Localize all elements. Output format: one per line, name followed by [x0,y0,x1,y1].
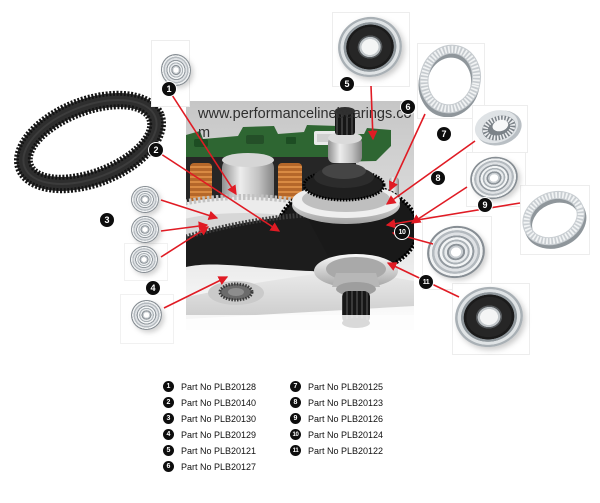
part-number-badge: 7 [290,381,301,392]
part-number-badge: 1 [163,381,174,392]
needle-cage-6-image [418,44,481,117]
callout-4: 4 [145,280,161,296]
part-label: Part No PLB20124 [308,429,384,440]
callout-3: 3 [99,212,115,228]
part-label: Part No PLB20125 [308,381,384,392]
callout-1: 1 [161,81,177,97]
callout-7: 7 [436,126,452,142]
callout-6: 6 [400,99,416,115]
part-label: Part No PLB20129 [181,429,257,440]
part-row: 6 Part No PLB20127 [163,461,256,472]
motor-photo: www.performancelinebearings.co m [186,101,414,330]
bearing-3b-image [129,214,161,245]
belt-image [13,90,167,194]
part-number-badge: 9 [290,413,301,424]
part-label: Part No PLB20121 [181,445,257,456]
part-number-badge: 3 [163,413,174,424]
watermark-url: www.performancelinebearings.co m [198,105,412,143]
part-row: 10 Part No PLB20124 [290,429,383,440]
part-row: 1 Part No PLB20128 [163,381,256,392]
parts-list-column-2: 7 Part No PLB20125 8 Part No PLB20123 9 … [290,381,383,456]
part-label: Part No PLB20126 [308,413,384,424]
part-row: 2 Part No PLB20140 [163,397,256,408]
watermark-line1: www.performancelinebearings.co [198,106,412,122]
part-row: 4 Part No PLB20129 [163,429,256,440]
part-number-badge: 10 [290,429,301,440]
callout-2: 2 [148,142,164,158]
part-number-badge: 8 [290,397,301,408]
part-row: 7 Part No PLB20125 [290,381,383,392]
part-label: Part No PLB20130 [181,413,257,424]
needle-cage-ring-image [522,190,587,249]
part-row: 8 Part No PLB20123 [290,397,383,408]
watermark-line2: m [198,125,211,141]
part-label: Part No PLB20140 [181,397,257,408]
part-row: 3 Part No PLB20130 [163,413,256,424]
part-number-badge: 5 [163,445,174,456]
part-label: Part No PLB20122 [308,445,384,456]
needle-bearing-7-image [474,110,522,146]
callout-11: 11 [418,274,434,290]
callout-9: 9 [477,197,493,213]
parts-list-column-1: 1 Part No PLB20128 2 Part No PLB20140 3 … [163,381,256,472]
part-label: Part No PLB20123 [308,397,384,408]
callout-8: 8 [430,170,446,186]
part-number-badge: 11 [290,445,301,456]
part-label: Part No PLB20127 [181,461,257,472]
part-label: Part No PLB20128 [181,381,257,392]
part-number-badge: 2 [163,397,174,408]
callout-5: 5 [339,76,355,92]
part-row: 11 Part No PLB20122 [290,445,383,456]
part-row: 9 Part No PLB20126 [290,413,383,424]
part-number-badge: 6 [163,461,174,472]
callout-10: 10 [394,224,410,240]
part-row: 5 Part No PLB20121 [163,445,256,456]
part-number-badge: 4 [163,429,174,440]
